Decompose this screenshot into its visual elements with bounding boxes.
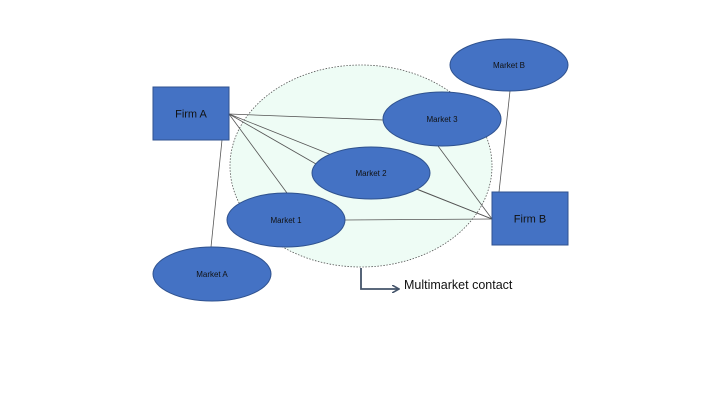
market-b: Market B [449, 38, 569, 92]
edge-firma-market1 [228, 113, 288, 194]
market-3-label: Market 3 [426, 115, 458, 124]
firm-a-box [152, 86, 230, 141]
market-a-label: Market A [196, 270, 228, 279]
market-a: Market A [152, 246, 272, 302]
market-2-label: Market 2 [355, 169, 387, 178]
edge-firmb-market3 [437, 145, 493, 220]
edge-firmb-market2 [415, 188, 493, 220]
market-1: Market 1 [226, 192, 346, 248]
market-2-ellipse [311, 146, 431, 200]
multimarket-contact-callout: Multimarket contact [360, 268, 513, 292]
firm-b-label: Firm B [514, 214, 546, 226]
firm-b-box [491, 191, 569, 246]
market-2: Market 2 [311, 146, 431, 200]
edge-firmb-market1 [344, 218, 493, 221]
multimarket-contact-label: Multimarket contact [404, 278, 513, 292]
callout-arrow-icon [360, 268, 398, 289]
market-b-ellipse [449, 38, 569, 92]
edge-firma-marketa [210, 139, 223, 248]
market-1-ellipse [226, 192, 346, 248]
market-3: Market 3 [382, 91, 502, 147]
market-a-ellipse [152, 246, 272, 302]
edge-firma-market2 [228, 113, 317, 165]
market-1-label: Market 1 [270, 216, 302, 225]
firm-a-label: Firm A [175, 109, 207, 121]
firm-a: Firm A [152, 86, 230, 141]
edge-firma-market3 [228, 113, 384, 121]
market-b-label: Market B [493, 61, 525, 70]
edge-firmb-marketb [498, 90, 511, 193]
market-3-ellipse [382, 91, 502, 147]
firm-b: Firm B [491, 191, 569, 246]
